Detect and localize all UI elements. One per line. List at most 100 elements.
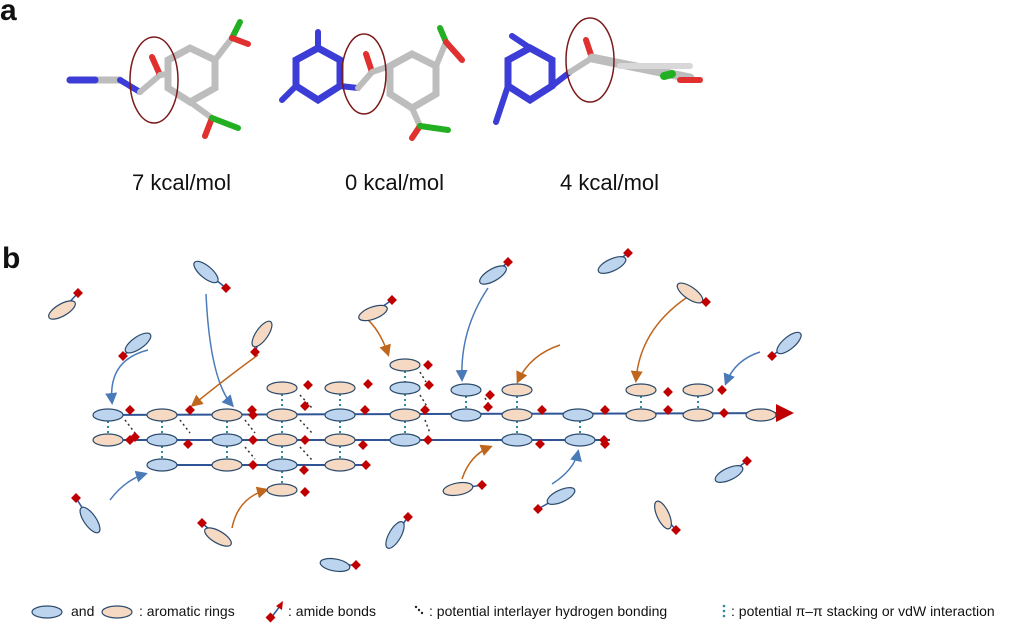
assembly-arrow <box>105 349 149 405</box>
hbond-line <box>299 446 313 461</box>
hbond-line <box>424 419 431 434</box>
panel-a-letter: a <box>0 0 17 27</box>
aromatic-ring <box>211 433 243 447</box>
free-monomer <box>385 512 413 549</box>
monomer-ring <box>442 481 474 497</box>
amide-bond <box>183 439 193 449</box>
aromatic-ring <box>211 408 243 422</box>
amide-bond <box>483 402 493 412</box>
amide-bond <box>300 487 310 497</box>
aromatic-ring <box>389 433 421 447</box>
amide-bond <box>600 439 610 449</box>
amide-bond <box>360 405 370 415</box>
aromatic-ring <box>266 483 298 497</box>
free-monomer <box>193 260 231 293</box>
aromatic-ring <box>146 458 178 472</box>
amide-bond <box>701 297 711 307</box>
aromatic-ring <box>266 381 298 395</box>
free-monomer <box>597 248 633 274</box>
hbond-line <box>419 371 427 383</box>
monomer-ring <box>251 320 273 348</box>
amide-bond <box>71 493 81 503</box>
amide-bond <box>600 405 610 415</box>
aromatic-ring <box>324 433 356 447</box>
amide-bonds <box>125 360 729 497</box>
hbond-line <box>179 419 191 434</box>
amide-bond <box>351 560 361 570</box>
amide-bond <box>663 387 673 397</box>
chain-line-top <box>94 404 794 423</box>
assembly-arrow <box>551 449 582 485</box>
free-monomer <box>319 557 361 573</box>
hbond-line <box>244 419 256 434</box>
energy-label-conformer-3: 4 kcal/mol <box>560 170 660 195</box>
aromatic-ring <box>682 383 714 397</box>
amide-bond <box>623 248 633 258</box>
amide-bond <box>125 405 135 415</box>
monomer-ring <box>358 304 388 322</box>
legend-stacking-icon <box>722 604 726 618</box>
hbond-line <box>244 446 256 460</box>
aromatic-ring <box>389 408 421 422</box>
aromatic-ring <box>266 408 298 422</box>
amide-bond <box>403 512 413 522</box>
amide-bond <box>719 408 729 418</box>
amide-bond <box>537 405 547 415</box>
amide-bond <box>671 525 681 535</box>
legend-hbond-icon <box>414 605 424 615</box>
aromatic-ring <box>211 458 243 472</box>
aromatic-ring <box>625 383 657 397</box>
amide-bond <box>300 401 310 411</box>
amide-bond <box>423 435 433 445</box>
assembly-arrow <box>190 354 259 407</box>
legend-rings-text: : aromatic rings <box>139 603 235 619</box>
free-monomer <box>479 257 513 285</box>
aromatic-ring <box>266 433 298 447</box>
amide-bond <box>742 456 752 466</box>
amide-bond <box>663 405 673 415</box>
aromatic-ring <box>324 408 356 422</box>
free-monomer <box>197 518 232 547</box>
molecule-conformer-2 <box>279 25 465 141</box>
assembly-arrow <box>630 297 687 383</box>
aromatic-ring <box>501 433 533 447</box>
assembly-arrow <box>365 317 391 357</box>
monomer-ring <box>714 465 744 483</box>
amide-bond <box>387 295 397 305</box>
legend-peach-ring <box>101 605 133 619</box>
amide-bond <box>248 435 258 445</box>
free-monomer <box>358 295 397 322</box>
free-monomer <box>118 332 152 361</box>
aromatic-rings <box>92 358 777 497</box>
aromatic-ring <box>266 458 298 472</box>
free-monomer <box>250 320 273 357</box>
amide-bond <box>535 439 545 449</box>
panel-b-letter: b <box>2 242 21 275</box>
legend-hbond-text: : potential interlayer hydrogen bonding <box>429 603 668 619</box>
legend-amide-icon <box>265 601 283 623</box>
amide-bond <box>185 405 195 415</box>
amide-bond <box>361 460 371 470</box>
amide-bond <box>358 440 368 450</box>
free-monomer <box>654 500 681 535</box>
amide-bond <box>420 405 430 415</box>
aromatic-ring <box>564 433 596 447</box>
monomer-ring <box>597 256 627 274</box>
polymer-chains <box>94 404 794 466</box>
free-monomer <box>767 331 802 361</box>
monomer-ring <box>48 300 76 320</box>
monomer-ring <box>193 260 219 284</box>
assembly-arrow <box>455 287 489 382</box>
amide-bond <box>300 435 310 445</box>
aromatic-ring <box>324 381 356 395</box>
legend-stacking-text: : potential π–π stacking or vdW interact… <box>731 603 995 619</box>
free-monomer <box>676 282 711 307</box>
amide-bond <box>221 283 231 293</box>
assembly-arrow <box>109 470 148 501</box>
amide-bond <box>424 380 434 390</box>
aromatic-ring <box>146 408 178 422</box>
assembly-arrow <box>723 351 761 386</box>
energy-label-conformer-1: 7 kcal/mol <box>132 170 232 195</box>
monomer-ring <box>124 332 152 354</box>
aromatic-ring <box>324 458 356 472</box>
